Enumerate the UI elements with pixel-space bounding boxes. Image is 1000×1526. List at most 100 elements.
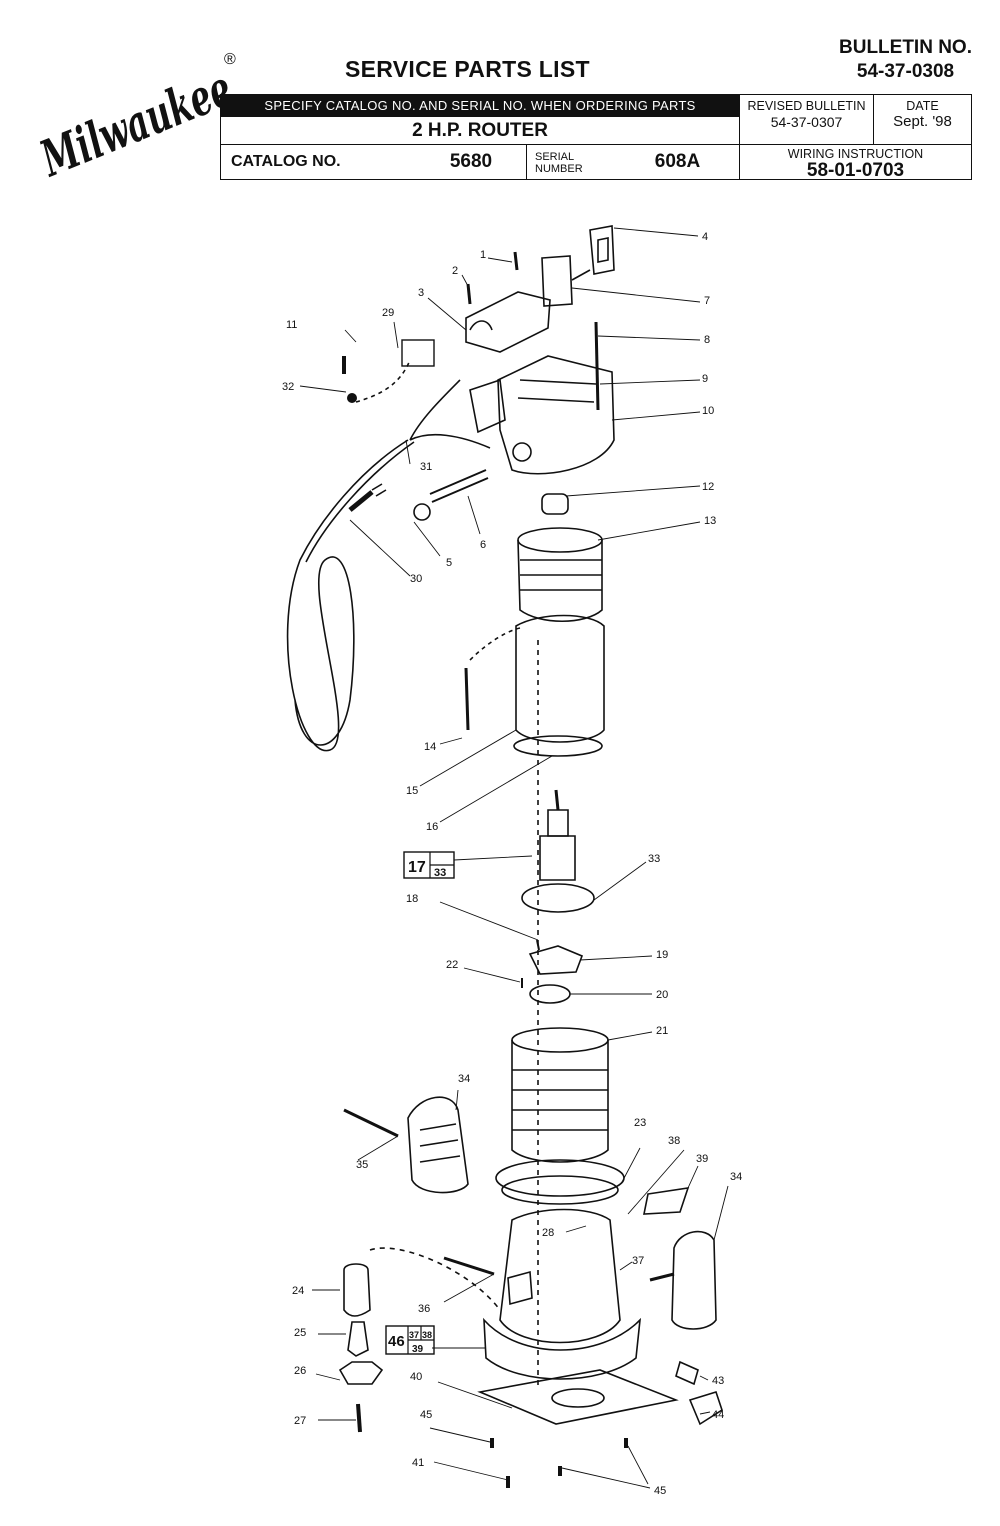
callout-14: 14 xyxy=(424,741,436,753)
adjusting-ring-inner xyxy=(501,1175,619,1205)
bracket-clamp xyxy=(469,320,493,331)
handle-screw-35 xyxy=(343,1108,399,1138)
date-value: Sept. '98 xyxy=(893,113,952,130)
adjusting-ring-23 xyxy=(495,1159,625,1197)
brush-holder xyxy=(469,378,506,434)
armature-shaft-top xyxy=(554,789,560,811)
milwaukee-logo: Milwaukee ® xyxy=(28,42,243,189)
ground-wire xyxy=(355,359,411,403)
bracket xyxy=(465,291,551,353)
bulletin-label: BULLETIN NO. xyxy=(839,37,972,58)
collet-25 xyxy=(347,1321,369,1357)
callout-27: 27 xyxy=(294,1415,306,1427)
motor-cap-top xyxy=(511,1027,609,1053)
armature-commutator xyxy=(547,809,569,837)
callout-26: 26 xyxy=(294,1365,306,1377)
lead-wires xyxy=(409,379,491,449)
callout-32: 32 xyxy=(282,381,294,393)
brush-spring xyxy=(429,469,489,503)
screw-36 xyxy=(443,1256,495,1276)
screw-45-a xyxy=(490,1438,494,1448)
revised-bulletin-cell: REVISED BULLETIN 54-37-0307 xyxy=(739,95,873,145)
housing-fins xyxy=(517,379,597,403)
screw-11 xyxy=(342,356,346,374)
callout-3: 3 xyxy=(418,287,424,299)
callout-25: 25 xyxy=(294,1327,306,1339)
screw-2 xyxy=(466,283,472,305)
handle-right-stud xyxy=(649,1272,675,1282)
callout-30: 30 xyxy=(410,573,422,585)
callout-43: 43 xyxy=(712,1375,724,1387)
brush-cap xyxy=(413,503,431,521)
catalog-number: 5680 xyxy=(449,151,493,172)
serial-number: 608A xyxy=(654,151,701,172)
header-table: SPECIFY CATALOG NO. AND SERIAL NO. WHEN … xyxy=(220,94,972,181)
diagram-canvas: 1 2 3 4 5 6 7 8 9 10 11 12 13 14 15 16 1… xyxy=(282,225,742,1497)
power-cord-outline xyxy=(305,441,415,563)
serial-label-line2: NUMBER xyxy=(535,163,583,175)
callout-34-right: 34 xyxy=(730,1171,742,1183)
callout-12: 12 xyxy=(702,481,714,493)
callout-7: 7 xyxy=(704,295,710,307)
field-body xyxy=(517,539,603,623)
ground-lug-32 xyxy=(347,393,357,403)
power-cord xyxy=(286,439,409,752)
label-39 xyxy=(643,1187,690,1215)
callout-45-a: 45 xyxy=(420,1409,432,1421)
fan-33 xyxy=(521,883,595,913)
bearing-12 xyxy=(541,493,569,515)
handle-left-34 xyxy=(407,1096,469,1194)
callout-29: 29 xyxy=(382,307,394,319)
motor-housing-cap xyxy=(497,355,615,475)
switch-button xyxy=(597,237,609,263)
assembly-46-sub-37: 37 xyxy=(409,1330,419,1340)
bulletin-block: BULLETIN NO. 54-37-0308 xyxy=(839,36,972,84)
field-top xyxy=(517,527,603,553)
callout-33: 33 xyxy=(648,853,660,865)
screw-path-14 xyxy=(469,627,521,661)
knob-stud-43 xyxy=(675,1360,699,1386)
callout-2: 2 xyxy=(452,265,458,277)
assembly-46-sub-39: 39 xyxy=(412,1344,424,1355)
catalog-label: CATALOG NO. xyxy=(231,153,341,170)
bearing-20 xyxy=(529,984,571,1004)
callout-35: 35 xyxy=(356,1159,368,1171)
plug-prongs xyxy=(371,483,387,497)
callout-8: 8 xyxy=(704,334,710,346)
callout-31: 31 xyxy=(420,461,432,473)
callout-37: 37 xyxy=(632,1255,644,1267)
logo-wordmark: Milwaukee xyxy=(31,58,240,182)
callout-18: 18 xyxy=(406,893,418,905)
switch xyxy=(541,255,573,307)
model-name: 2 H.P. ROUTER xyxy=(221,117,739,145)
wiring-label: WIRING INSTRUCTION xyxy=(787,147,924,161)
collet-nut-24 xyxy=(343,1263,371,1317)
date-label: DATE xyxy=(906,99,939,113)
motor-cap-rings xyxy=(512,1069,608,1131)
page-title: SERVICE PARTS LIST xyxy=(345,56,590,82)
bulletin-number: 54-37-0308 xyxy=(856,61,955,82)
label-29 xyxy=(401,339,435,367)
callout-23: 23 xyxy=(634,1117,646,1129)
callout-19: 19 xyxy=(656,949,668,961)
callout-1: 1 xyxy=(480,249,486,261)
armature-core xyxy=(539,835,576,881)
screw-45-c xyxy=(558,1466,562,1476)
revised-bulletin-number: 54-37-0307 xyxy=(770,114,843,130)
callout-11: 11 xyxy=(286,319,297,331)
long-screw-8 xyxy=(594,321,600,411)
cord-plug xyxy=(348,490,374,512)
callout-36: 36 xyxy=(418,1303,430,1315)
callout-20: 20 xyxy=(656,989,668,1001)
screw-41 xyxy=(506,1476,510,1488)
exploded-parts-diagram: 1 2 3 4 5 6 7 8 9 10 11 12 13 14 15 16 1… xyxy=(0,190,1000,1521)
clamp-block xyxy=(507,1270,533,1306)
assembly-17-main: 17 xyxy=(408,859,426,876)
switch-cover xyxy=(589,225,615,275)
screw-27 xyxy=(356,1403,362,1433)
callout-22: 22 xyxy=(446,959,458,971)
motor-housing xyxy=(515,614,605,743)
handle-right-34 xyxy=(671,1230,717,1330)
callout-13: 13 xyxy=(704,515,716,527)
nut-26 xyxy=(338,1361,384,1385)
